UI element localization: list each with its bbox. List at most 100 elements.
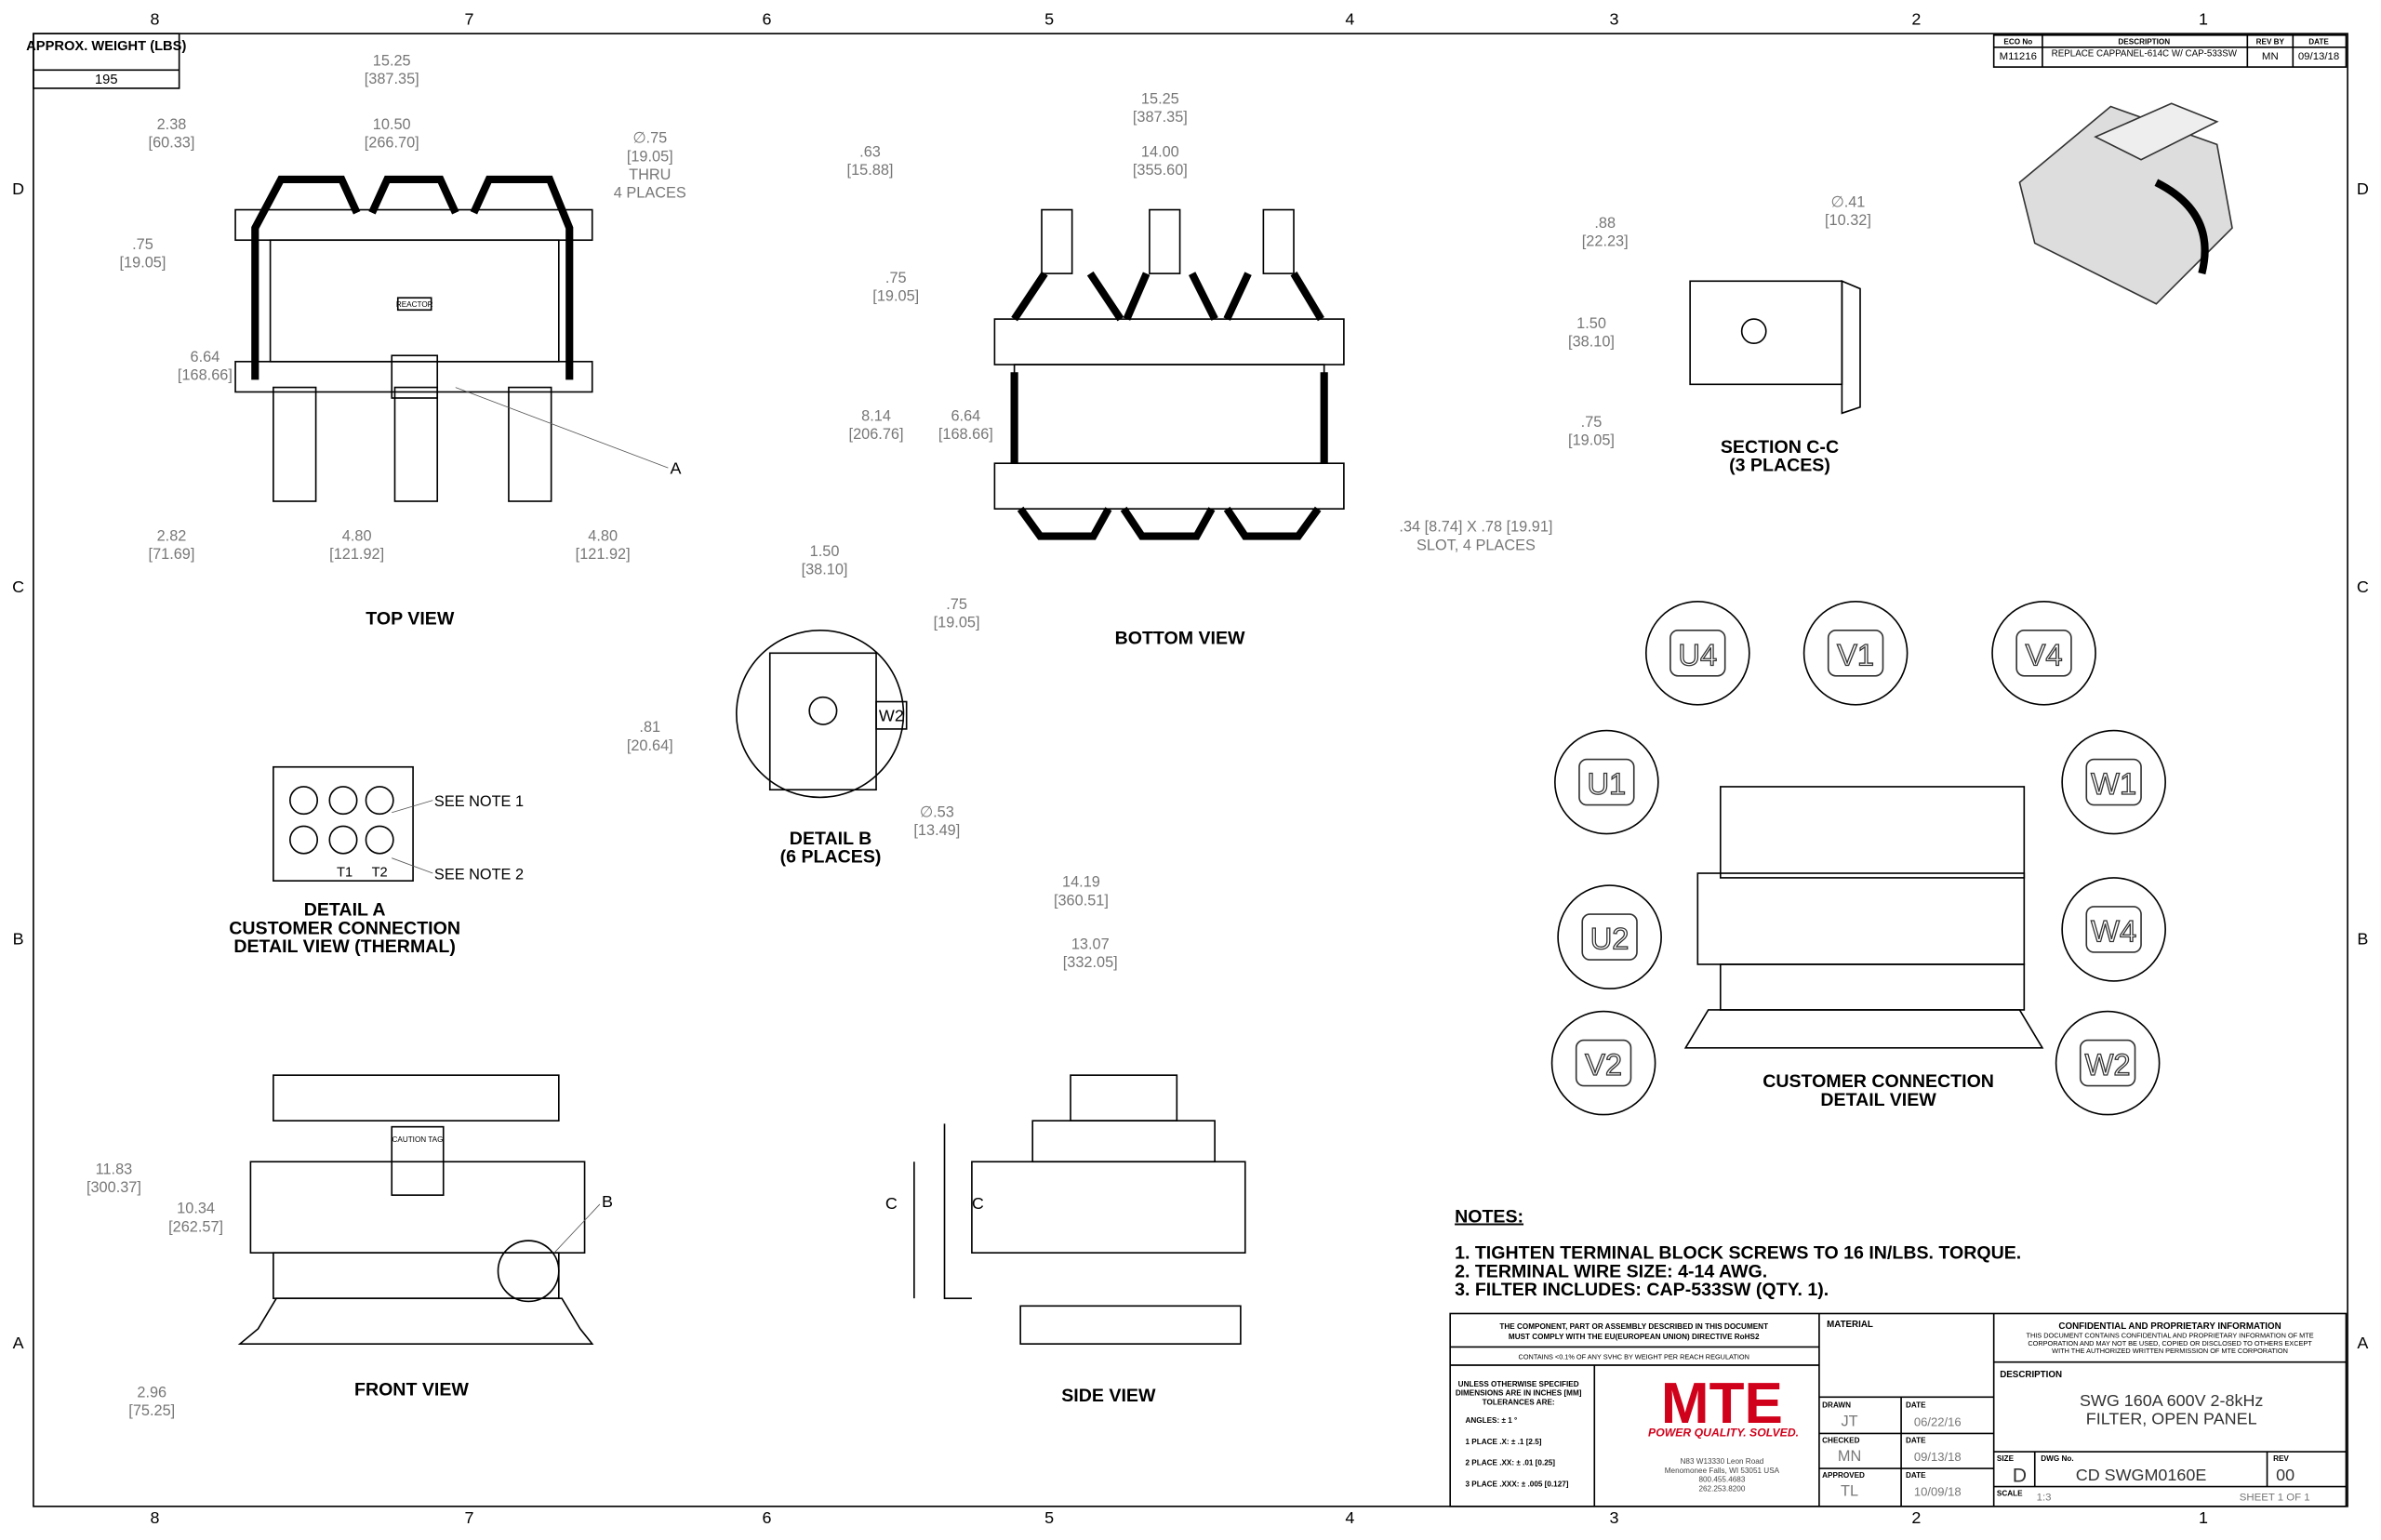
terminal-label: W1 (2091, 766, 2136, 801)
tol-2: DIMENSIONS ARE IN INCHES [MM] (1456, 1389, 1582, 1398)
rohs-line-2: MUST COMPLY WITH THE EU(EUROPEAN UNION) … (1509, 1333, 1760, 1341)
confidential-title: CONFIDENTIAL AND PROPRIETARY INFORMATION (2058, 1321, 2281, 1332)
checked-label: CHECKED (1822, 1436, 1859, 1444)
zone-col-6-top: 6 (762, 9, 771, 28)
dimension-text: [332.05] (1063, 954, 1118, 971)
dimension-text: [355.60] (1133, 162, 1188, 179)
dimension-28: 2.96[75.25] (128, 1384, 175, 1419)
dimension-text: 8.14 (861, 407, 891, 424)
dimension-24: 14.19[360.51] (1054, 874, 1109, 909)
callout-a: A (671, 459, 682, 478)
terminal-callout-u4: U4 (1644, 600, 1750, 706)
dimension-19: .75[19.05] (1568, 414, 1615, 449)
side-view: C C SIDE VIEW (885, 1074, 1246, 1406)
rohs-line-1: THE COMPONENT, PART OR ASSEMBLY DESCRIBE… (1499, 1322, 1768, 1331)
dimension-text: [60.33] (149, 135, 195, 152)
dimension-text: 14.19 (1062, 874, 1100, 891)
dimension-22: .81[20.64] (627, 719, 673, 754)
terminal-label: W2 (2085, 1047, 2131, 1082)
dimension-text: 4.80 (588, 527, 618, 544)
tol-3-place: 3 PLACE .XXX: ± .005 [0.127] (1466, 1480, 1569, 1489)
dimension-text: [300.37] (86, 1179, 141, 1196)
dimension-text: [168.66] (178, 366, 233, 383)
dimension-text: [10.32] (1825, 212, 1871, 229)
rev-header-by: REV BY (2256, 38, 2285, 46)
section-marker-c-right: C (972, 1194, 984, 1213)
zone-row-A-left: A (13, 1334, 24, 1352)
reactor-label: REACTOR (396, 300, 433, 309)
dimension-text: [206.76] (849, 426, 904, 443)
rev-label: REV (2273, 1454, 2289, 1463)
checked-date: 09/13/18 (1914, 1450, 1962, 1464)
section-c-c-view: SECTION C-C (3 PLACES) (1689, 280, 1861, 475)
notes-title: NOTES: (1455, 1207, 1523, 1228)
terminal-callout-v4: V4 (1991, 600, 2096, 706)
terminal-callout-w4: W4 (2061, 877, 2166, 982)
section-subtitle: (3 PLACES) (1729, 455, 1830, 475)
dwg-label: DWG No. (2041, 1454, 2073, 1463)
dimension-text: ∅.41 (1830, 193, 1865, 210)
terminal-callout-w1: W1 (2061, 729, 2166, 835)
dimension-text: [38.10] (1568, 333, 1615, 350)
drawn-by: JT (1842, 1413, 1858, 1429)
rev-header-desc: DESCRIPTION (2118, 38, 2170, 46)
description-line-2: FILTER, OPEN PANEL (2086, 1410, 2257, 1428)
terminal-label: V1 (1837, 637, 1874, 671)
dimension-text: THRU (629, 166, 671, 183)
dimension-text: 4 PLACES (614, 184, 686, 201)
zone-row-D-left: D (12, 179, 24, 198)
detail-b-subtitle: (6 PLACES) (780, 847, 882, 868)
dimension-20: 1.50[38.10] (802, 543, 848, 578)
side-view-title: SIDE VIEW (1061, 1386, 1156, 1406)
rev-desc: REPLACE CAPPANEL-614C W/ CAP-533SW (2052, 49, 2238, 60)
front-view: CAUTION TAG B FRONT VIEW (237, 1074, 613, 1401)
dimension-text: [19.05] (120, 255, 166, 272)
dimension-text: 14.00 (1141, 143, 1179, 160)
zone-row-C-left: C (12, 578, 24, 596)
detail-b-w2: W2 (879, 707, 904, 725)
mte-tagline: POWER QUALITY. SOLVED. (1648, 1427, 1799, 1440)
terminal-callout-u1: U1 (1554, 729, 1659, 835)
dimension-15: .34 [8.74] X .78 [19.91]SLOT, 4 PLACES (1399, 519, 1552, 554)
dimension-text: .81 (639, 719, 660, 736)
dimension-text: [22.23] (1582, 233, 1629, 250)
dimension-text: 10.50 (373, 116, 411, 133)
dimension-text: .75 (132, 236, 153, 253)
dimension-text: ∅.53 (920, 804, 954, 821)
terminal-callout-v1: V1 (1802, 600, 1909, 706)
approved-date: 10/09/18 (1914, 1484, 1962, 1498)
dimension-25: 13.07[332.05] (1063, 936, 1118, 972)
dimension-text: 1.50 (810, 543, 840, 560)
zone-col-4-top: 4 (1345, 9, 1354, 28)
dimension-text: [75.25] (128, 1402, 175, 1419)
isometric-view (2018, 102, 2233, 305)
note-1: 1. TIGHTEN TERMINAL BLOCK SCREWS TO 16 I… (1455, 1243, 2021, 1264)
size-label: SIZE (1997, 1454, 2015, 1463)
dimension-text: [15.88] (847, 162, 894, 179)
terminal-t2: T2 (372, 865, 388, 880)
dimension-8: 4.80[121.92] (576, 527, 631, 563)
zone-row-B-right: B (2357, 930, 2368, 949)
zone-col-8-top: 8 (151, 9, 160, 28)
description-label: DESCRIPTION (2000, 1370, 2062, 1380)
dimension-text: .88 (1594, 215, 1616, 232)
top-view-title: TOP VIEW (366, 608, 455, 629)
dimension-5: 6.64[168.66] (178, 349, 233, 384)
zone-col-5-bottom: 5 (1044, 1508, 1054, 1527)
dimension-text: [20.64] (627, 737, 673, 754)
dimension-1: 2.38[60.33] (149, 116, 195, 152)
dimension-text: SLOT, 4 PLACES (1417, 537, 1536, 553)
address-1: N83 W13330 Leon Road (1681, 1457, 1764, 1466)
dimension-text: .34 [8.74] X .78 [19.91] (1399, 519, 1552, 536)
dimension-text: 11.83 (96, 1161, 133, 1177)
rev-eco: M11216 (2000, 51, 2037, 62)
drawn-date: 06/22/16 (1914, 1414, 1962, 1428)
section-marker-c-left: C (885, 1194, 898, 1213)
weight-box: APPROX. WEIGHT (LBS) 195 (26, 33, 186, 89)
dimension-text: [71.69] (149, 546, 195, 563)
confidential-1: THIS DOCUMENT CONTAINS CONFIDENTIAL AND … (2026, 1332, 2313, 1340)
callout-b: B (602, 1192, 613, 1211)
